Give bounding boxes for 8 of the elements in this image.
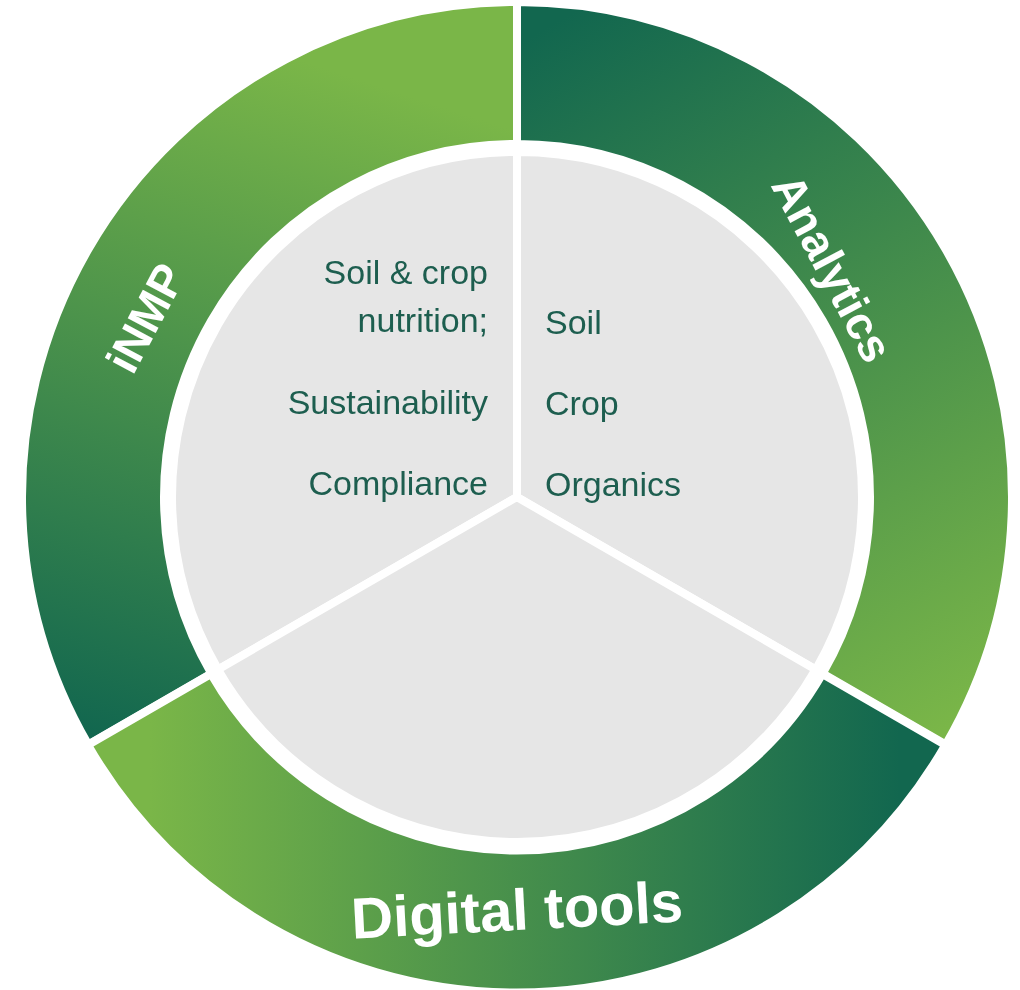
- sector-text: Sustainability: [286, 382, 488, 423]
- sector-text: Organics: [545, 464, 682, 505]
- sector-text: Soil & crop nutrition;: [322, 252, 488, 341]
- sector-text: Crop: [545, 383, 619, 424]
- segment-label: Digital tools: [349, 872, 685, 948]
- sector-text: Soil: [545, 302, 602, 343]
- sector-text: Compliance: [307, 463, 488, 504]
- segment-label: iNMP: [97, 256, 193, 380]
